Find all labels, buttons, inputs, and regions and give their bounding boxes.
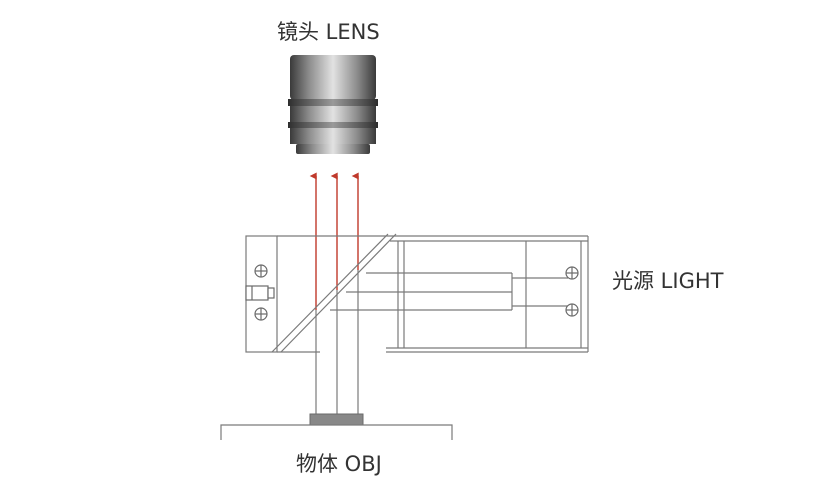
screw-icon — [254, 307, 268, 321]
lens-label: 镜头 LENS — [277, 20, 380, 44]
object-sample — [309, 413, 364, 426]
screw-icon — [565, 266, 579, 280]
screws — [245, 264, 579, 321]
light-ray-arrows — [309, 172, 359, 310]
object-stage — [220, 413, 453, 440]
light-label: 光源 LIGHT — [612, 269, 724, 293]
screw-icon — [254, 264, 268, 278]
set-screw-icon — [245, 285, 275, 301]
lens-icon — [288, 55, 378, 154]
object-label: 物体 OBJ — [296, 452, 382, 476]
beam-splitter-icon — [271, 233, 397, 353]
light-housing — [245, 235, 589, 414]
screw-icon — [565, 303, 579, 317]
